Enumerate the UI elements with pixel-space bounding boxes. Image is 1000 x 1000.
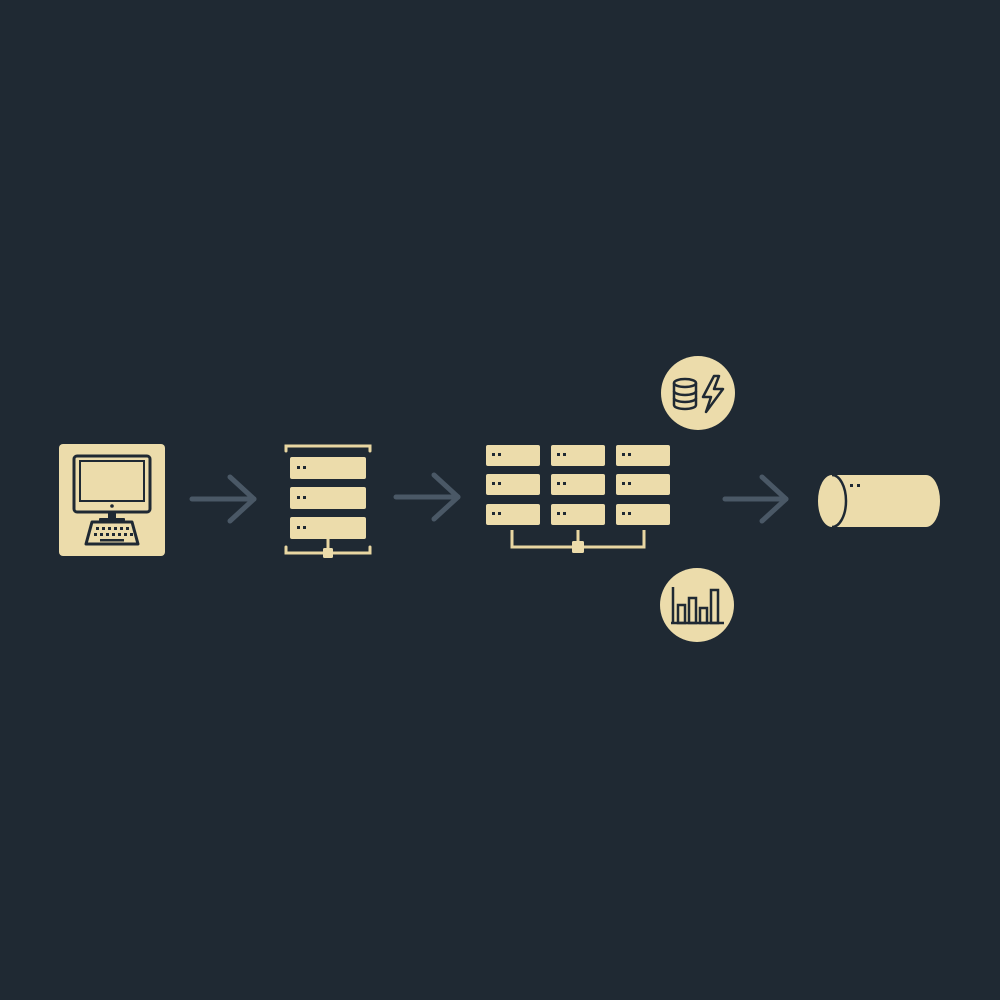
flow-arrow-client-to-server [189,474,257,524]
desktop-computer-icon [59,444,165,556]
database-lightning-icon [661,356,735,430]
server-cluster-icon [486,445,670,553]
server-rack-icon [284,444,372,558]
flow-arrow-cluster-to-storage [722,474,789,524]
bar-chart-icon [660,568,734,642]
storage-cylinder-icon [818,473,940,529]
flow-arrow-server-to-cluster [393,472,461,522]
